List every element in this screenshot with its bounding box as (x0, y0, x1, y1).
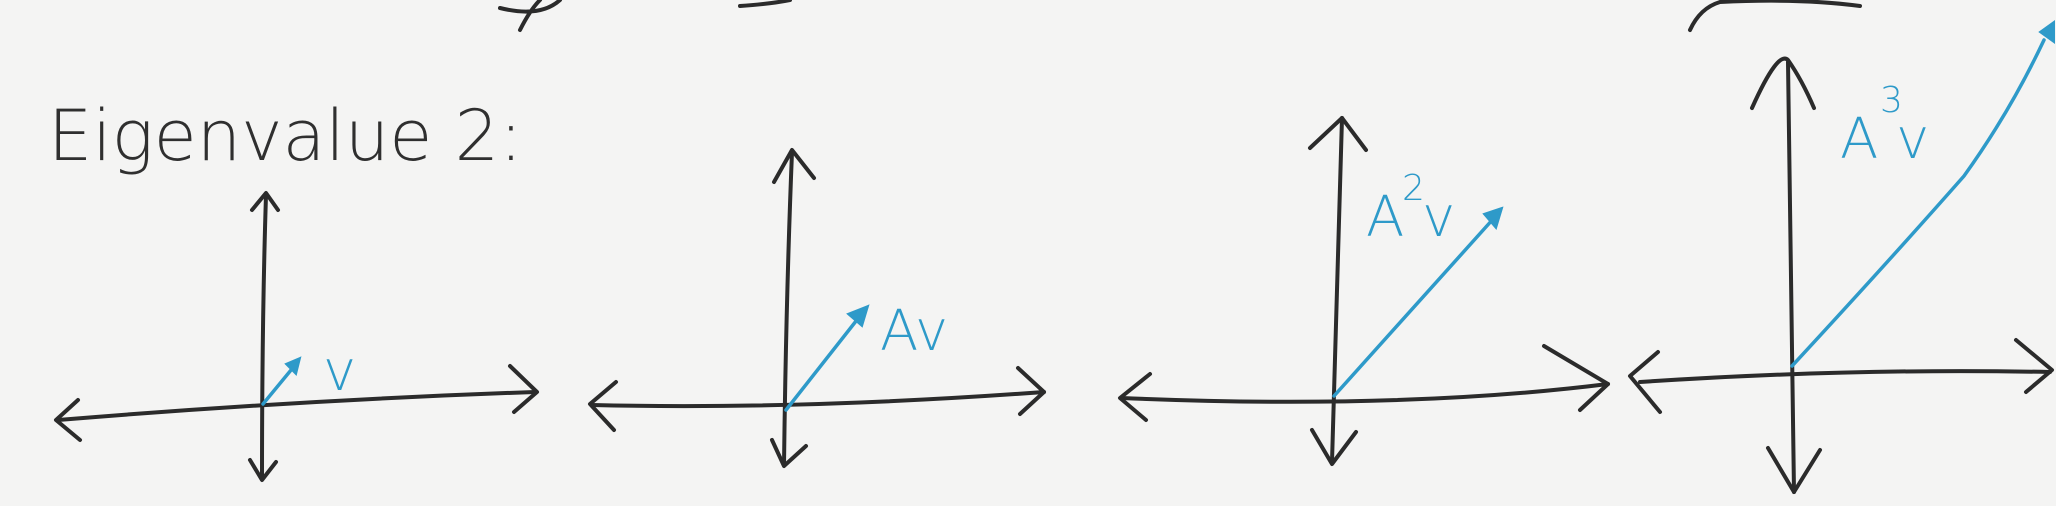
y-axis-down-arrowhead (248, 458, 278, 482)
y-axis (1330, 116, 1344, 464)
vector-head (2038, 20, 2055, 44)
cropped-stroke-left (498, 0, 792, 32)
vector-label: A v 3 (1840, 80, 1929, 172)
y-axis-down-arrowhead (770, 438, 808, 468)
panel-v: v (54, 191, 539, 482)
vector-label-base: A v (1366, 185, 1455, 250)
y-axis (782, 150, 794, 467)
vector (1790, 38, 2046, 368)
x-axis-right-arrowhead (508, 364, 539, 414)
vector (1332, 216, 1496, 398)
x-axis (590, 390, 1046, 409)
vector (261, 362, 298, 406)
x-axis-left-arrowhead (1118, 372, 1152, 422)
cropped-stroke-right (1688, 0, 1862, 32)
vector-label-superscript: 3 (1880, 80, 1903, 121)
x-axis-left-arrowhead (1628, 350, 1662, 414)
x-axis (1120, 382, 1610, 404)
y-axis-down-arrowhead (1310, 428, 1358, 466)
vector-label-base: A v (1840, 107, 1929, 172)
panel-a3v: A v 3 (1628, 20, 2055, 494)
y-axis-down-arrowhead (1766, 446, 1822, 494)
panel-a2v: A v 2 (1118, 116, 1610, 466)
vector-label: v (323, 339, 356, 404)
vector-head (284, 356, 302, 376)
x-axis-left-arrowhead (54, 398, 82, 442)
x-axis-right-arrowhead (1016, 366, 1046, 416)
x-axis-right-arrowhead (1542, 344, 1610, 412)
y-axis-up-arrowhead (1308, 116, 1368, 152)
vector-label: A v 2 (1366, 168, 1455, 250)
x-axis-left-arrowhead (588, 380, 618, 432)
y-axis-up-arrowhead (772, 148, 816, 184)
vector (784, 314, 862, 412)
vector-label-superscript: 2 (1402, 168, 1425, 209)
vector-label: Av (880, 299, 948, 364)
vector-head (846, 304, 870, 328)
heading-text: Eigenvalue 2: (48, 95, 523, 177)
panel-av: Av (588, 148, 1046, 468)
y-axis (1786, 60, 1796, 494)
y-axis-up-arrowhead (1750, 56, 1816, 110)
x-axis (56, 390, 537, 422)
y-axis-up-arrowhead (250, 191, 280, 212)
vector-head (1482, 206, 1504, 231)
x-axis-right-arrowhead (2014, 338, 2054, 394)
x-axis (1638, 369, 2052, 384)
y-axis (260, 193, 268, 480)
